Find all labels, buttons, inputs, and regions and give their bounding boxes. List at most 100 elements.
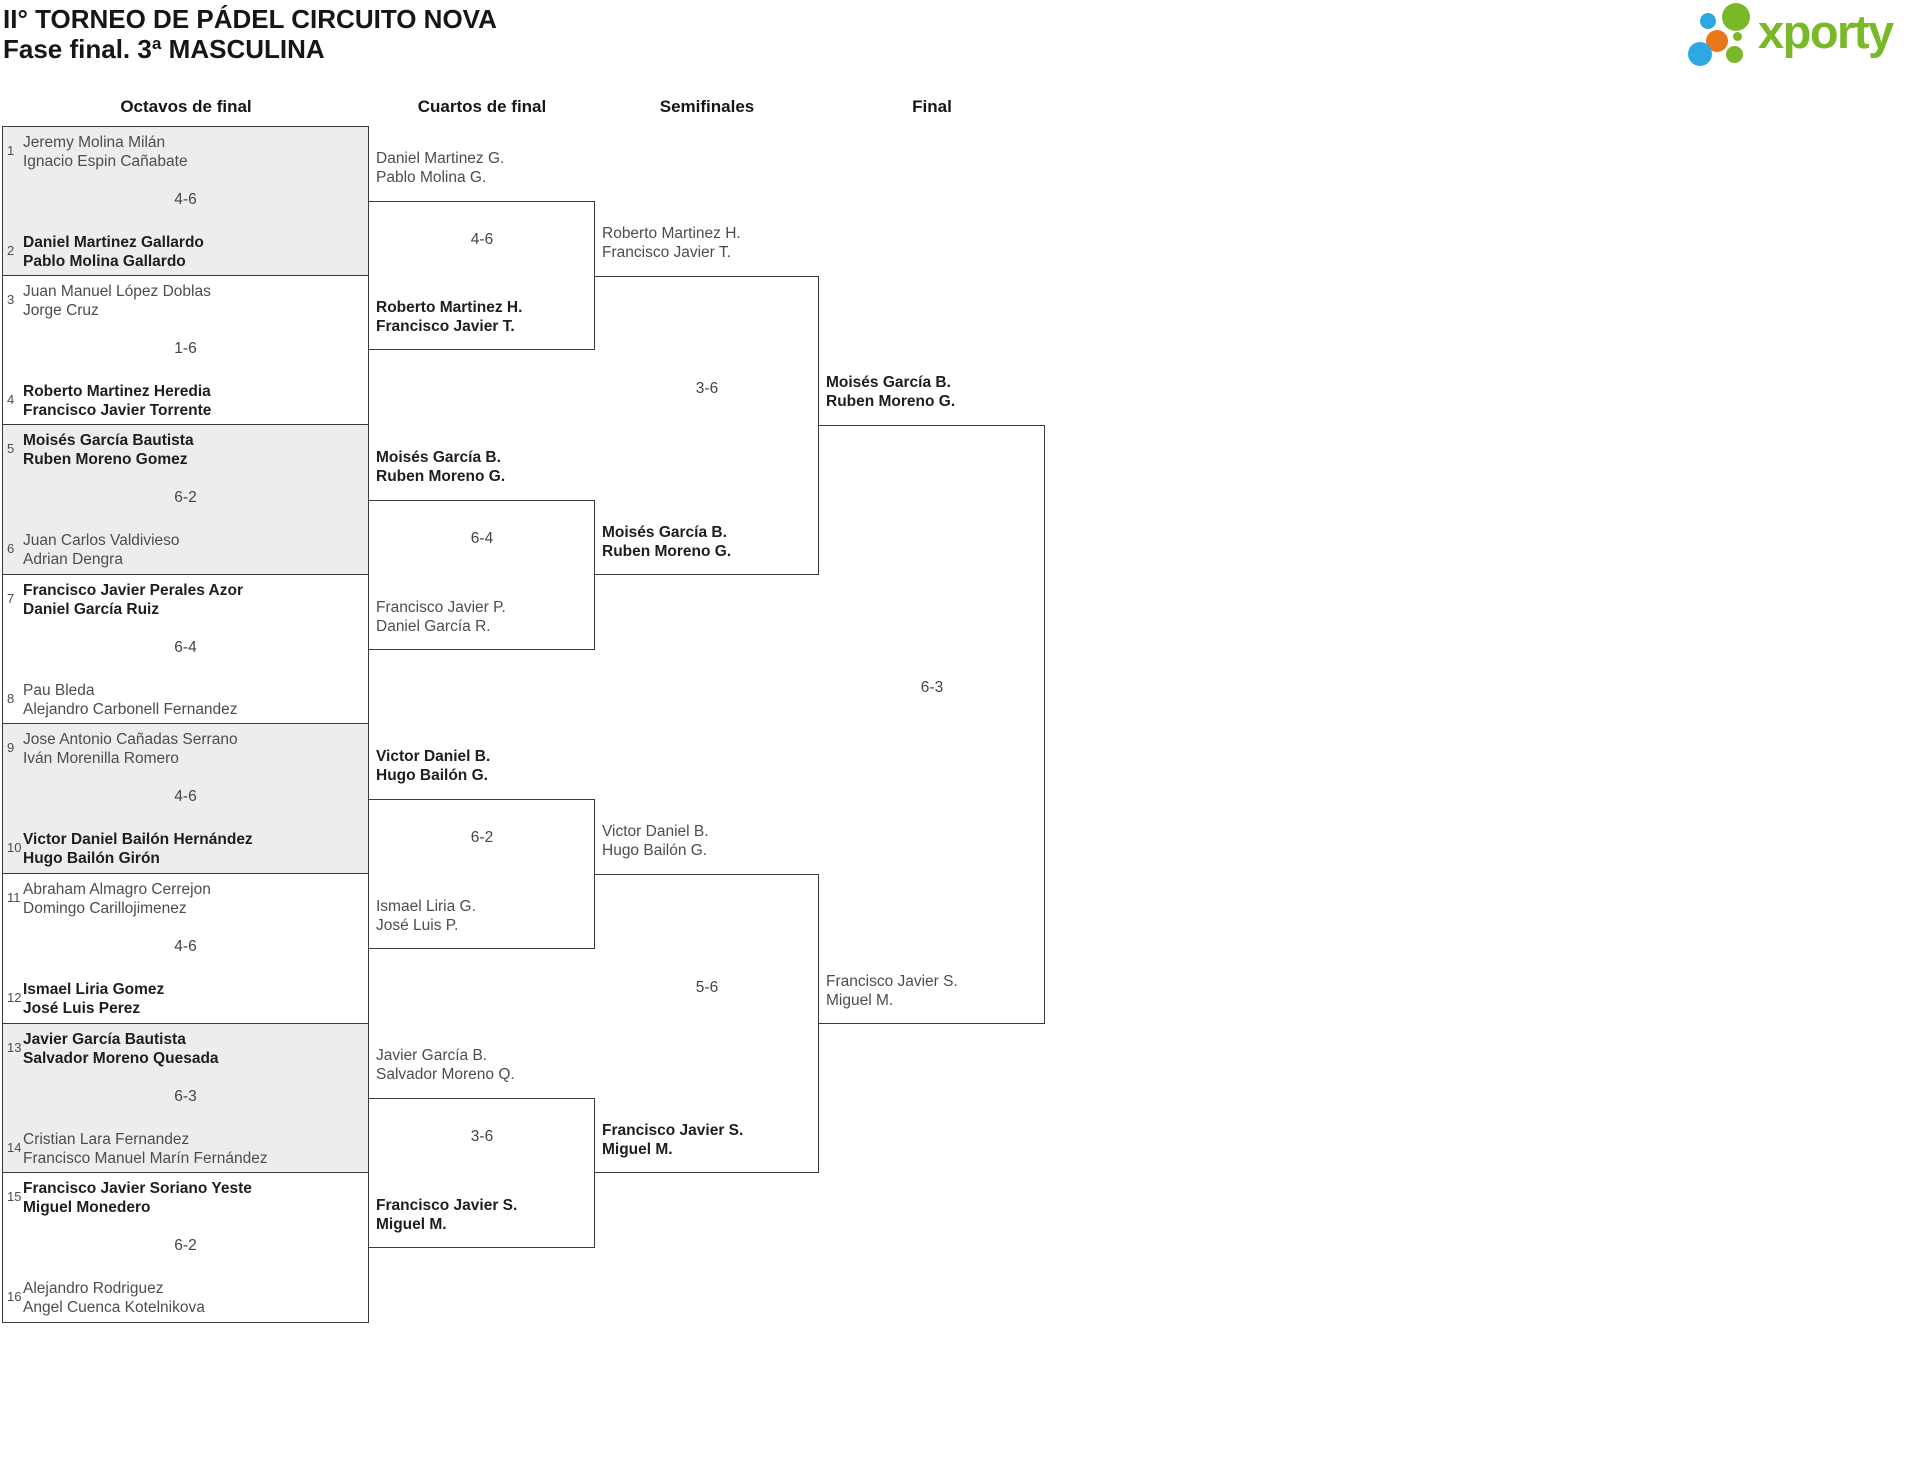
match-connector-box [369,500,595,650]
team-name-line: Domingo Carillojimenez [23,900,187,917]
match-score: 4-6 [174,191,197,208]
match-connector-box [595,275,819,575]
seed-number: 11 [7,890,21,905]
xporty-logo[interactable]: xporty [1686,0,1920,66]
team-name-line: Angel Cuenca Kotelnikova [23,1299,205,1317]
team-entry: Victor Daniel B.Hugo Bailón G. [602,822,709,860]
team-entry: Roberto Martinez H.Francisco Javier T. [376,298,522,336]
team-name-line: Francisco Javier P. [376,598,506,616]
team-name-line: Francisco Javier Soriano Yeste [23,1180,252,1198]
team-entry: Francisco Javier S.Miguel M. [376,1196,517,1234]
page-title: II° TORNEO DE PÁDEL CIRCUITO NOVA [3,4,497,34]
seed-number: 13 [7,1039,22,1055]
team-entry: Moisés García B.Ruben Moreno G. [826,373,955,411]
team-name-line: Moisés García Bautista [23,432,194,450]
team-name-line: Miguel M. [602,1141,673,1159]
seed-number: 2 [7,243,15,258]
match-score: 6-2 [174,489,197,507]
match-score: 4-6 [174,788,197,806]
round-header-semifinales: Semifinales [659,97,755,116]
logo-dot-green-icon [1733,32,1742,41]
team-entry: Roberto Martinez H.Francisco Javier T. [602,224,741,262]
team-name-line: Francisco Javier T. [376,318,515,336]
team-name-line: Hugo Bailón G. [376,767,488,785]
team-name-line: Moisés García B. [602,523,727,541]
team-name-line: José Luis Perez [23,1000,141,1017]
seed-number: 15 [7,1189,22,1205]
team-name-line: Daniel García Ruiz [23,600,160,618]
team-entry: Moisés García B.Ruben Moreno G. [602,523,731,561]
team-name-line: Jorge Cruz [23,301,99,319]
seed-number: 1 [7,143,15,158]
team-name-line: Ignacio Espin Cañabate [23,153,188,170]
team-name-line: Jose Antonio Cañadas Serrano [23,731,238,749]
seed-number: 6 [7,541,15,557]
team-name-line: Alejandro Carbonell Fernandez [23,700,238,718]
team-name-line: Ismael Liria G. [376,897,476,915]
match-connector-box [595,874,819,1174]
seed-number: 7 [7,590,15,606]
logo-dot-orange-icon [1706,30,1728,52]
team-name-line: Victor Daniel B. [376,748,491,766]
logo-dot-green-icon [1722,3,1750,31]
team-name-line: Francisco Javier Torrente [23,401,212,419]
team-name-line: Roberto Martinez H. [376,299,523,317]
team-name-line: Adrian Dengra [23,551,123,569]
match-connector-box [369,1098,595,1248]
team-entry: Ismael Liria G.José Luis P. [376,897,476,935]
team-name-line: Victor Daniel B. [602,823,709,840]
team-name-line: Alejandro Rodriguez [23,1280,164,1298]
seed-number: 9 [7,740,15,756]
team-name-line: Daniel García R. [376,617,491,635]
team-entry: Francisco Javier P.Daniel García R. [376,598,506,636]
round-header-final: Final [912,97,952,116]
seed-number: 12 [7,990,22,1005]
team-name-line: Roberto Martinez H. [602,224,741,242]
match-score: 6-2 [174,1237,197,1255]
team-name-line: Ruben Moreno G. [826,393,956,411]
team-name-line: Jeremy Molina Milán [23,134,166,151]
team-name-line: Pablo Molina G. [376,168,487,186]
match-score: 1-6 [174,339,197,357]
team-name-line: Pablo Molina Gallardo [23,253,186,270]
team-name-line: Ruben Moreno Gomez [23,451,188,469]
match-score: 3-6 [695,380,719,398]
seed-number: 3 [7,291,15,307]
seed-number: 4 [7,391,15,407]
team-name-line: Moisés García B. [826,374,951,392]
seed-number: 8 [7,690,15,706]
match-score: 6-3 [174,1087,197,1105]
team-name-line: Daniel Martinez Gallardo [23,234,204,251]
seed-number: 10 [7,840,22,856]
team-name-line: Francisco Javier S. [602,1122,744,1140]
team-name-line: Ruben Moreno G. [602,542,732,560]
team-name-line: Pau Bleda [23,681,95,699]
match-score: 6-4 [174,638,197,656]
team-name-line: Francisco Javier S. [376,1197,518,1214]
match-score: 6-2 [470,829,494,846]
match-connector-box [819,425,1045,1024]
match-score: 6-4 [470,529,494,547]
match-score: 3-6 [470,1128,494,1146]
